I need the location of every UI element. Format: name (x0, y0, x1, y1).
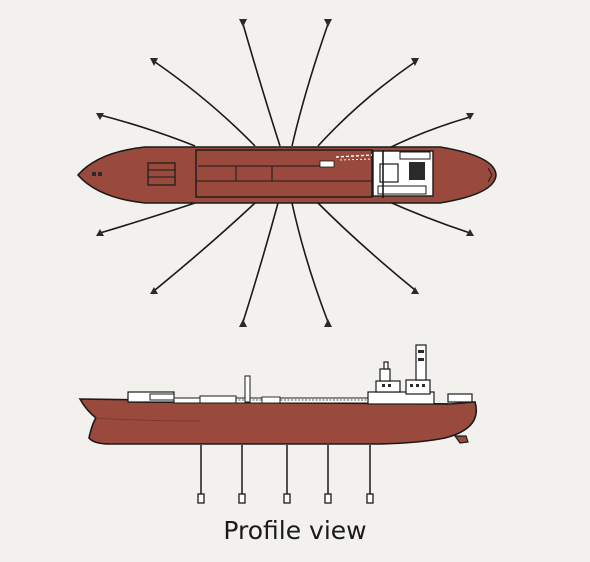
funnel (415, 344, 427, 381)
anchor-weight (238, 493, 246, 504)
mooring-marker (239, 19, 247, 27)
window (382, 384, 385, 387)
stern-fairlead (487, 167, 493, 183)
mooring-marker (466, 113, 474, 120)
hull-profile (78, 398, 478, 445)
funnel-band (418, 350, 424, 353)
mooring-line (154, 202, 256, 291)
mooring-marker (150, 58, 158, 66)
mooring-marker (150, 287, 158, 294)
mooring-line (384, 116, 471, 151)
mooring-line (242, 23, 281, 147)
bridge-wing (399, 151, 431, 160)
mooring-line (384, 199, 471, 234)
funnel-plan (409, 162, 425, 180)
superstructure (367, 344, 473, 405)
window (410, 384, 413, 387)
manifold (199, 395, 237, 404)
cargo-deck (195, 149, 373, 198)
superstructure-windows (382, 350, 425, 387)
mooring-marker (324, 19, 332, 27)
kingpost (244, 375, 251, 403)
window (388, 384, 391, 387)
mooring-marker (324, 319, 332, 327)
mooring-marker (96, 229, 104, 236)
bow-bollard (92, 172, 96, 176)
mooring-line (154, 61, 256, 147)
mooring-marker (466, 229, 474, 236)
funnel-band (418, 358, 424, 361)
plan-view (76, 19, 497, 327)
mooring-line (242, 202, 279, 323)
stern-deck (447, 393, 473, 403)
deckhouse-upper (379, 368, 391, 382)
bow-bollard (98, 172, 102, 176)
deck-fitting (319, 160, 335, 168)
anchor-weight (283, 493, 291, 504)
radar-mast (383, 361, 389, 370)
mooring-line (291, 202, 329, 323)
deckhouse-inner (379, 163, 399, 183)
anchor-weight (324, 493, 332, 504)
mooring-line (99, 202, 196, 234)
diagram-caption: Profile view (223, 516, 367, 545)
forward-hatch (147, 162, 176, 186)
anchor-weight (197, 493, 205, 504)
mooring-line-ends (96, 19, 474, 327)
hull-sheer-line (95, 417, 201, 422)
window (422, 384, 425, 387)
anchor-weights (197, 493, 374, 504)
profile-view (78, 344, 478, 504)
mooring-marker (239, 319, 247, 327)
mooring-marker (411, 58, 419, 66)
mooring-lines-upper (99, 23, 471, 151)
mooring-marker (411, 287, 419, 294)
lifeboat-deck (377, 185, 427, 195)
mooring-marker (96, 113, 104, 120)
pipe-run (339, 158, 373, 161)
mooring-chains (200, 445, 371, 494)
mooring-line (99, 114, 196, 147)
mooring-line (317, 61, 416, 147)
pipe-run (335, 154, 373, 158)
deckhouse-lower (367, 391, 435, 405)
deck-equipment (261, 396, 281, 404)
mooring-line (291, 23, 329, 147)
mooring-line (317, 202, 416, 291)
forecastle-top (149, 393, 175, 401)
window (416, 384, 419, 387)
rudder (453, 435, 469, 444)
anchor-weight (366, 493, 374, 504)
mooring-lines-lower (99, 199, 471, 323)
